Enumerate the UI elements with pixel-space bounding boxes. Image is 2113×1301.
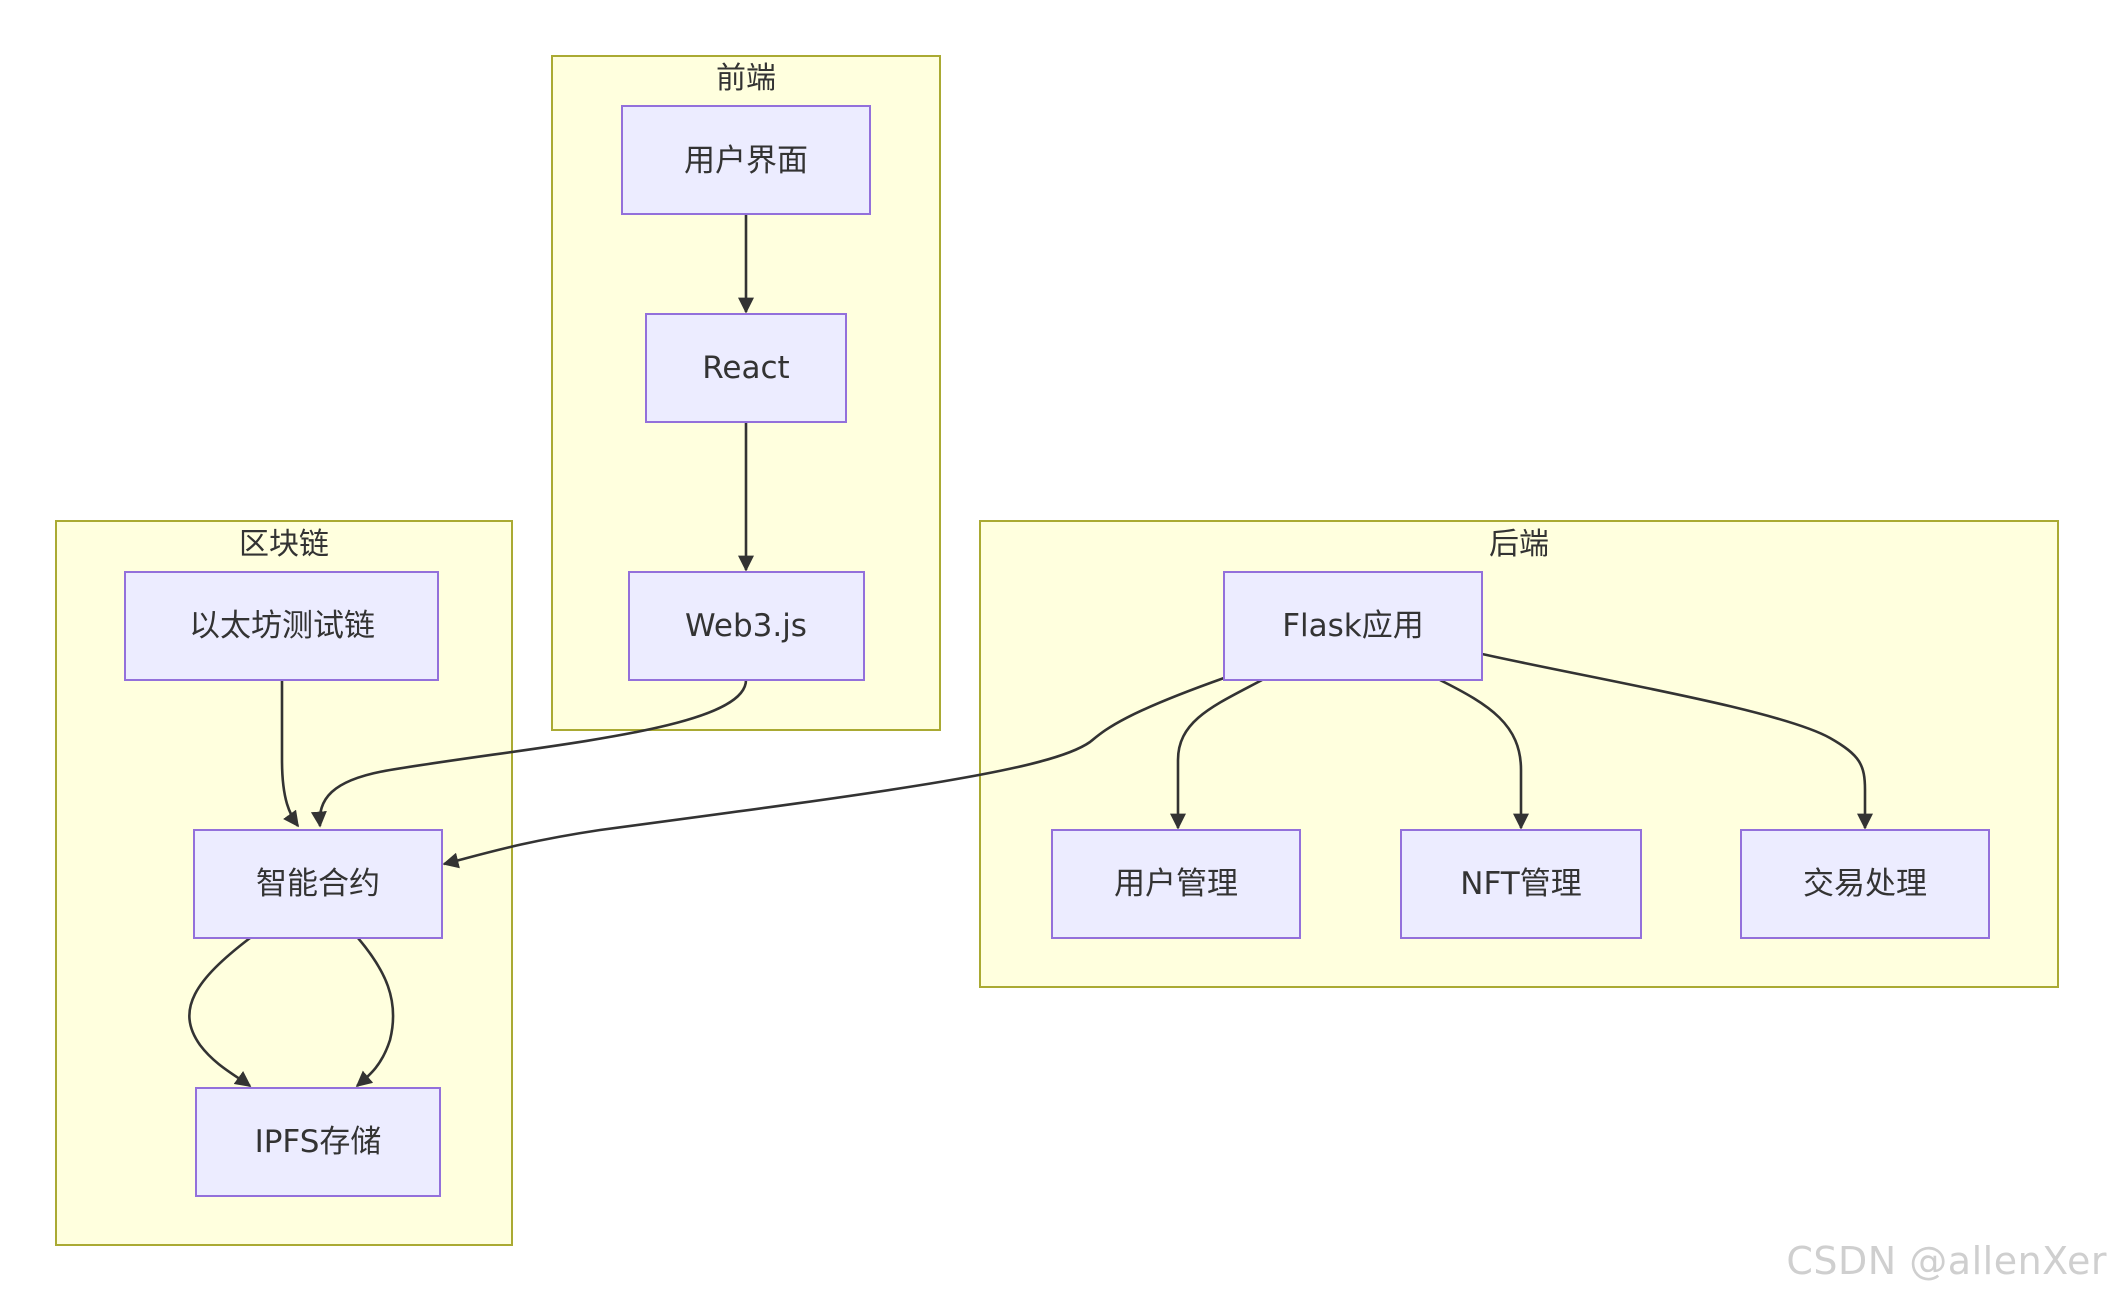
node-user-interface-label: 用户界面 (684, 143, 808, 179)
edge-flask-usermgmt (1170, 678, 1263, 830)
node-ethereum-testnet-label: 以太坊测试链 (189, 608, 375, 644)
cluster-frontend-label: 前端 (716, 61, 776, 96)
node-ipfs-storage-label: IPFS存储 (255, 1124, 382, 1160)
edge-contract-ipfs-left (188, 936, 252, 1088)
node-ethereum-testnet[interactable]: 以太坊测试链 (124, 571, 439, 681)
edge-ethereum-contract (280, 680, 300, 828)
node-nft-management-label: NFT管理 (1460, 866, 1581, 902)
node-flask-app-label: Flask应用 (1282, 608, 1424, 644)
cluster-backend-label: 后端 (1489, 527, 1549, 562)
node-web3js-label: Web3.js (685, 608, 807, 644)
edge-flask-transaction (1481, 652, 1873, 830)
node-user-interface[interactable]: 用户界面 (621, 105, 871, 215)
node-react-label: React (702, 350, 789, 386)
edge-contract-ipfs-right (355, 937, 395, 1088)
node-user-management[interactable]: 用户管理 (1051, 829, 1301, 939)
csdn-watermark: CSDN @allenXer (1786, 1239, 2107, 1283)
node-react[interactable]: React (645, 313, 847, 423)
edge-flask-nftmgmt (1439, 678, 1529, 830)
node-transaction-processing[interactable]: 交易处理 (1740, 829, 1990, 939)
node-user-management-label: 用户管理 (1114, 866, 1238, 902)
node-nft-management[interactable]: NFT管理 (1400, 829, 1642, 939)
edges (188, 214, 1873, 1088)
node-web3js[interactable]: Web3.js (628, 571, 865, 681)
node-ipfs-storage[interactable]: IPFS存储 (195, 1087, 441, 1197)
edge-web3-contract (310, 679, 748, 828)
node-smart-contract[interactable]: 智能合约 (193, 829, 443, 939)
node-smart-contract-label: 智能合约 (256, 866, 380, 902)
node-flask-app[interactable]: Flask应用 (1223, 571, 1483, 681)
edge-flask-contract (442, 676, 1225, 869)
node-transaction-processing-label: 交易处理 (1803, 866, 1927, 902)
cluster-blockchain-label: 区块链 (239, 527, 329, 562)
